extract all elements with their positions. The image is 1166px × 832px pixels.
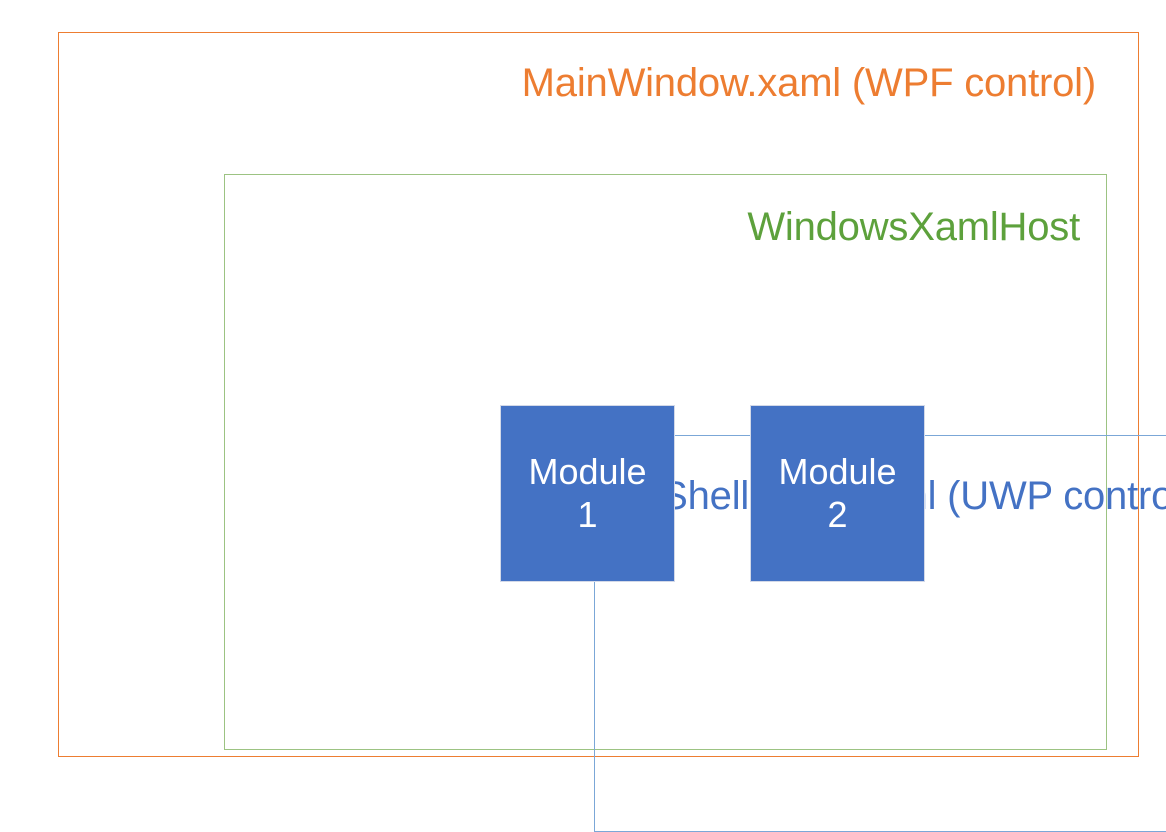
layer-mainwindow-label: MainWindow.xaml (WPF control) <box>521 61 1097 105</box>
module-2-box: Module 2 <box>750 405 925 582</box>
module-2-label-line2: 2 <box>827 493 848 535</box>
module-1-label-line2: 1 <box>577 493 598 535</box>
diagram-canvas: MainWindow.xaml (WPF control) WindowsXam… <box>58 32 1166 832</box>
module-2-label-line1: Module <box>778 451 897 493</box>
layer-windowsxamlhost-label: WindowsXamlHost <box>747 205 1080 249</box>
layer-mainwindow-box: MainWindow.xaml (WPF control) WindowsXam… <box>58 32 1166 832</box>
module-1-label-line1: Module <box>528 451 647 493</box>
module-1-box: Module 1 <box>500 405 675 582</box>
